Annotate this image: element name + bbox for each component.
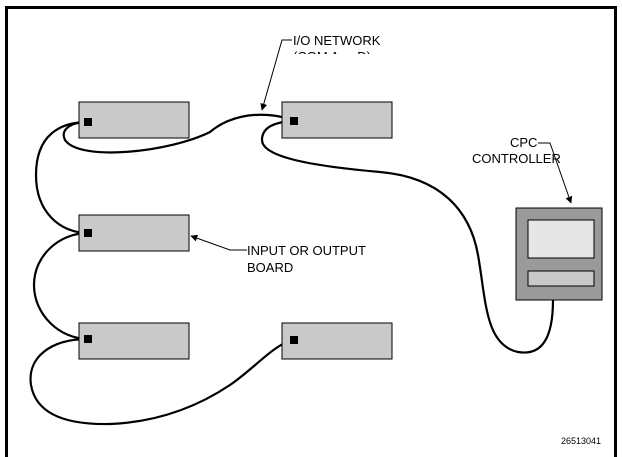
- controller-label-line2: CONTROLLER: [472, 151, 561, 166]
- cable-board4-to-board5: [29, 337, 295, 426]
- figure-id: 26513041: [561, 436, 601, 446]
- board-body: [78, 101, 190, 139]
- board-connector: [84, 118, 92, 126]
- board-leader-arrow: [190, 234, 247, 251]
- board-5: [281, 322, 393, 360]
- network-label-line1: I/O NETWORK: [293, 33, 381, 48]
- controller-screen: [527, 219, 595, 259]
- board-body: [281, 322, 393, 360]
- board-connector: [290, 117, 298, 125]
- board-body: [78, 322, 190, 360]
- network-label-line2: (COM A or D): [293, 49, 371, 64]
- cable-board1-to-board2: [62, 113, 295, 154]
- frame-right: [614, 6, 617, 457]
- controller-leader-arrow: [538, 142, 573, 204]
- board-connector: [290, 336, 298, 344]
- board-3: [78, 214, 190, 252]
- cpc-controller: [515, 207, 603, 301]
- board-connector: [84, 229, 92, 237]
- board-label-line1: INPUT OR OUTPUT: [247, 243, 366, 258]
- controller-label-line1: CPC: [510, 135, 537, 150]
- board-4: [78, 322, 190, 360]
- cable-board3-to-board4: [32, 231, 89, 341]
- cable-board2-to-controller: [260, 119, 555, 354]
- board-connector: [84, 335, 92, 343]
- controller-keypad: [527, 270, 595, 287]
- frame-top: [5, 6, 617, 9]
- board-1: [78, 101, 190, 139]
- board-body: [78, 214, 190, 252]
- cable-board1-to-board3: [34, 120, 89, 235]
- board-label-line2: BOARD: [247, 260, 293, 275]
- board-body: [281, 101, 393, 139]
- network-cables: [29, 113, 555, 426]
- network-label-line2-clip: (COM A or D): [293, 49, 371, 64]
- network-leader-arrow: [260, 39, 292, 111]
- board-2: [281, 101, 393, 139]
- frame-left: [5, 6, 8, 457]
